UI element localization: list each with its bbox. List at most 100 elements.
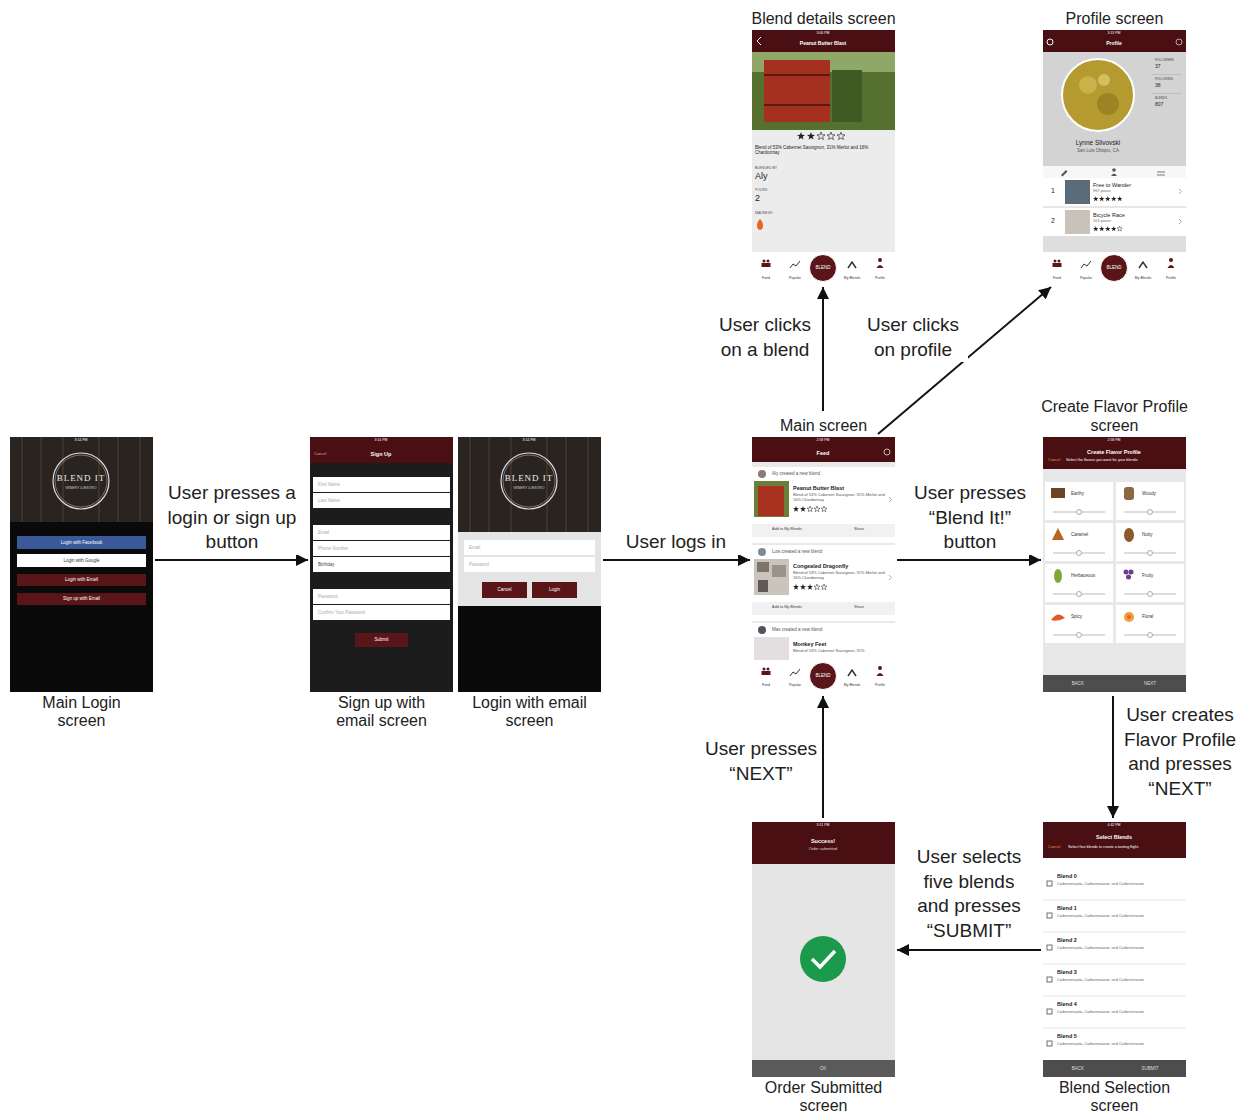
- selection-screen-art-part-part: [1047, 1041, 1052, 1046]
- flow-arrow: [878, 287, 1051, 434]
- screen-text: 1: [1051, 187, 1055, 195]
- screen-text: Popular: [1080, 276, 1092, 280]
- main-screen-art-part-part: [800, 506, 806, 512]
- input-field: Birthday: [313, 557, 450, 572]
- profile-screen-art-part-part: [1111, 196, 1117, 201]
- input-field: Email: [464, 540, 595, 555]
- screen-text: Order submitted: [809, 847, 838, 852]
- profile-screen-art-part: [1061, 170, 1068, 177]
- profile-screen-art-part: [1043, 30, 1186, 285]
- screen-text: WINERY & BISTRO: [65, 486, 96, 490]
- ui-text: Carbernesauto, Carbernesauto, and Carber…: [1057, 1010, 1177, 1014]
- screen-text: Cancel: [1048, 845, 1060, 850]
- ui-text: BLEND: [815, 265, 830, 270]
- flow-label: User presses “Blend It!” button: [905, 481, 1035, 555]
- screen-text: San Luis Obispo, CA: [1077, 148, 1119, 153]
- screen-text: 2: [755, 193, 760, 203]
- main-screen-art-part: [754, 559, 789, 595]
- flavor-screen-art-part-part: [1116, 523, 1184, 561]
- screen-text: Profile: [875, 276, 885, 280]
- screen-text: Feed: [762, 276, 770, 280]
- flow-arrow: [155, 559, 308, 561]
- profile-screen-art-part-part: [1117, 196, 1123, 201]
- ui-text: Login with Facebook: [61, 540, 102, 545]
- screen-caption: Main Login screen: [22, 694, 142, 731]
- screen-text: 38: [1155, 83, 1161, 89]
- main-screen-art-part: [758, 626, 766, 634]
- main-screen-art-part: [758, 470, 766, 478]
- flavor-screen-art-part-part: [1148, 551, 1153, 556]
- main-screen-art-part: [757, 562, 769, 572]
- screen-text: 807: [1155, 102, 1163, 108]
- main-screen-art-part-part: [793, 506, 799, 512]
- screen-text: Select Blends: [1096, 834, 1132, 840]
- flavor-screen-art-part-part: [1148, 510, 1153, 515]
- ui-text: Blend 2: [1057, 937, 1077, 943]
- profile-screen-art-part: [1043, 208, 1186, 236]
- blend-details-screen-art-part: [752, 52, 895, 130]
- profile-screen-art-part: [1043, 178, 1186, 206]
- blend-row: Bicycle Race101 pours: [1063, 208, 1186, 236]
- ui-text: Earthy: [1071, 491, 1084, 496]
- flavor-screen-art-part: [1045, 482, 1184, 643]
- login-screen-art-part: [55, 455, 107, 507]
- order-screen-art-part: [812, 951, 835, 967]
- selection-screen-art-part-part: [1047, 977, 1052, 982]
- profile-screen-art-part: [1097, 93, 1119, 115]
- profile-screen-art-part-part: [1093, 196, 1099, 201]
- ui-text: Floral: [1142, 614, 1153, 619]
- blend-details-screen-art-part: [817, 132, 845, 140]
- input-field: Email: [313, 525, 450, 540]
- selection-screen-art-part: [1043, 822, 1186, 1077]
- main-screen-art: [752, 437, 895, 692]
- flavor-tile: Caramel: [1045, 523, 1113, 561]
- profile-screen-art-part: [1043, 30, 1186, 52]
- ui-text: 101 pours: [1093, 219, 1111, 224]
- profile-screen-art-part-part: [1099, 226, 1105, 231]
- blend-details-screen-art-part-part: [827, 132, 835, 140]
- ui-text: Carbernesauto, Carbernesauto, and Carber…: [1057, 914, 1177, 918]
- main-screen-art-part-part: [807, 584, 813, 590]
- blend-details-screen-art-part: [832, 70, 862, 122]
- blend-option: Blend 4Carbernesauto, Carbernesauto, and…: [1043, 996, 1186, 1028]
- ui-text: Carbernesauto, Carbernesauto, and Carber…: [1057, 978, 1177, 982]
- ui-text: Fruity: [1142, 573, 1153, 578]
- screen-text: NEXT: [1144, 681, 1156, 686]
- screen-text: Feed: [762, 683, 770, 687]
- login-email-screen-art-part: [458, 532, 601, 606]
- login-email-screen-art-part: [458, 437, 601, 692]
- profile-screen-art-part: [1065, 180, 1090, 204]
- selection-screen-art-part-part: [1047, 1009, 1052, 1014]
- flow-arrow: [897, 949, 1041, 951]
- blend-details-screen-art-part-part: [807, 132, 815, 140]
- screen-text: Sign Up: [371, 451, 392, 457]
- order-screen-art-part: [752, 822, 895, 1077]
- ui-text: Login with Email: [65, 577, 98, 582]
- login-email-screen-art-part: [458, 437, 601, 532]
- screen-text: My Blends: [844, 276, 860, 280]
- login-email-screen-art-part: [501, 453, 557, 509]
- ui-text: Free to Wander: [1093, 182, 1131, 188]
- flavor-screen-art-part: [1051, 488, 1065, 498]
- flavor-tile: Herbaceous: [1045, 564, 1113, 602]
- flavor-screen-art-part: [1053, 512, 1176, 635]
- ui-text: Add to My Blends: [772, 527, 802, 531]
- login-screen-art: [10, 437, 153, 692]
- ui-text: Woody: [1142, 491, 1156, 496]
- screen-caption: Blend Selection screen: [1055, 1079, 1175, 1116]
- flavor-tile: Floral: [1116, 605, 1184, 643]
- flavor-screen-art-part: [1043, 437, 1186, 692]
- signup-screen-art: [310, 437, 453, 692]
- ui-text: Share: [854, 527, 864, 531]
- profile-screen-art-part: [1043, 52, 1186, 166]
- flow-arrow: [822, 287, 824, 411]
- flavor-screen-art-part-part: [1116, 564, 1184, 602]
- profile-screen-art-part: [1152, 75, 1182, 94]
- main-screen-art-part-part: [821, 506, 827, 512]
- blend-details-screen-art-part: [757, 37, 761, 45]
- main-screen-art-part-part: [814, 584, 820, 590]
- ui-text: Add to My Blends: [772, 605, 802, 609]
- blend-button: BLEND: [809, 662, 837, 690]
- screen-text: BACK: [1072, 1066, 1084, 1071]
- screen-text: Success!: [811, 838, 835, 844]
